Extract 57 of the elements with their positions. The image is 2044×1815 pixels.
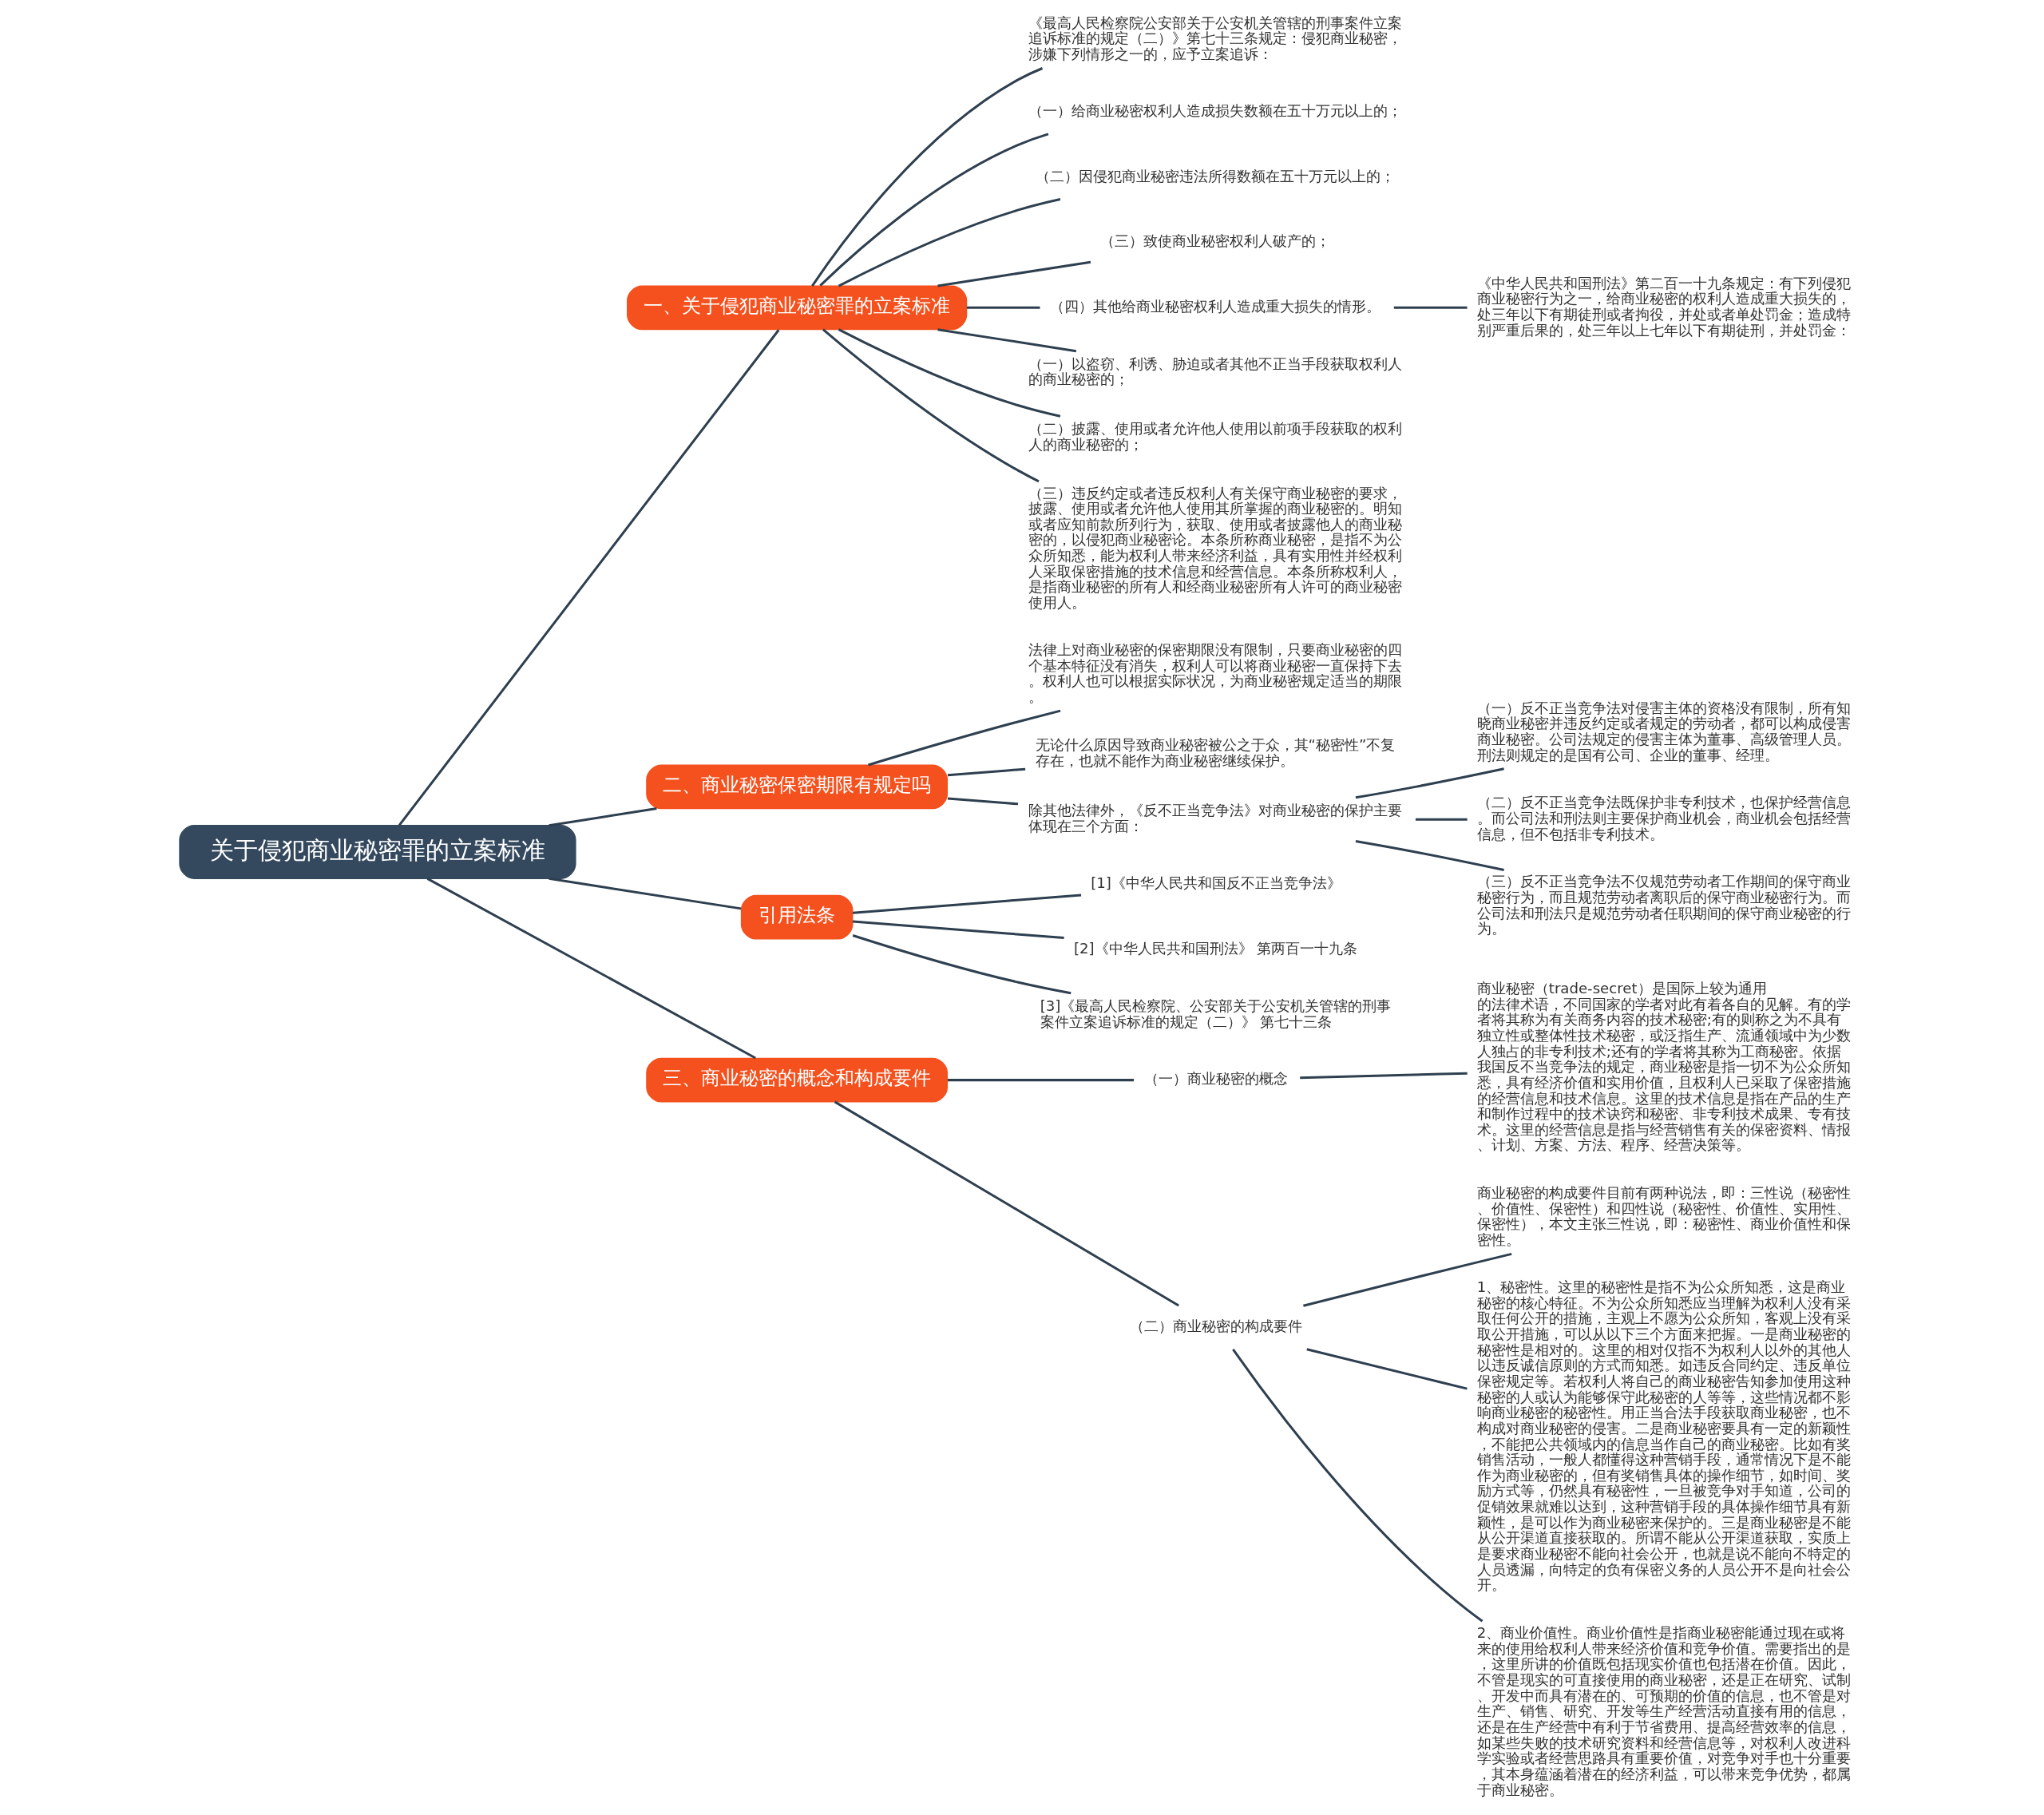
node-text: （三）致使商业秘密权利人破产的； — [1100, 232, 1331, 250]
connector — [834, 1100, 1179, 1307]
node-text: （二）商业秘密的构成要件 — [1129, 1318, 1302, 1335]
connector — [868, 709, 1061, 767]
node-text: （二）因侵犯商业秘密违法所得数额在五十万元以上的； — [1035, 167, 1395, 184]
node-box: 引用法条 — [740, 894, 854, 940]
connector — [549, 877, 742, 910]
connector — [852, 934, 1072, 995]
connector — [811, 67, 1044, 287]
connector — [549, 807, 657, 827]
connector — [819, 133, 1049, 287]
connector — [852, 920, 1064, 940]
connector — [966, 306, 1040, 309]
connector — [1303, 1252, 1512, 1307]
node-text: 1、秘密性。这里的秘密性是指不为公众所知悉，这是商业秘密的核心特征。不为公众所知悉应当理解为权利人没有采取任何公开的措施，主观上不愿为公众所知，客观上没有采取公开措施，可以从以下三个方面来把握。一是商业秘密的秘密性是相对的。这里的相对仅指不为权利人以外的其他人以违反诚信原则的方式而知悉。如违反合同约定、违反单位保密规定等。若权利人将自己的商业秘密告知参加使用这种秘密的人或认为能够保守此秘密的人等等，这些情况都不影响商业秘密的秘密性。用正当合法手段获取商业秘密，也不构成对商业秘密的侵害。二是商业秘密要具有一定的新颖性，不能把公共领域内的信息当作自己的商业秘密。比如有奖销售活动，一般人都懂得这种营销手段，通常情况下是不能作为商业秘密的，但有奖销售具体的操作细节，如时间、奖励方式等，仍然具有秘密性，一旦被竞争对手知道，公司的促销效果就难以达到，这种营销手段的具体操作细节具有新颖性，是可以作为商业秘密来保护的。三是商业秘密是不能从公开渠道直接获取的。所谓不能从公开渠道获取，实质上是要求商业秘密不能向社会公开，也就是说不能向不特定的人员透漏，向特定的负有保密义务的人员公开不是向社会公开。 — [1476, 1278, 1851, 1594]
node-text: 《最高人民检察院公安部关于公安机关管辖的刑事案件立案追诉标准的规定（二）》第七十三条规定：侵犯商业秘密，涉嫌下列情形之一的，应予立案追诉： — [1028, 14, 1402, 63]
node-text: 除其他法律外，《反不正当竞争法》对商业秘密的保护主要体现在三个方面： — [1028, 802, 1402, 834]
node-text: （二）反不正当竞争法既保护非专利技术，也保护经营信息。而公司法和刑法则主要保护商业机会，商业机会包括经营信息，但不包括非专利技术。 — [1476, 794, 1851, 842]
connector — [398, 329, 780, 826]
node-text: [2]《中华人民共和国刑法》 第两百一十九条 — [1073, 940, 1358, 957]
node-text: （三）反不正当竞争法不仅规范劳动者工作期间的保守商业秘密行为，而且规范劳动者离职后的保守商业秘密行为。而公司法和刑法只是规范劳动者任职期间的保守商业秘密的行为。 — [1476, 873, 1851, 937]
node-text: （一）给商业秘密权利人造成损失数额在五十万元以上的； — [1028, 102, 1402, 120]
node-box: 关于侵犯商业秘密罪的立案标准 — [179, 824, 576, 879]
connector — [947, 797, 1019, 806]
connector — [838, 197, 1061, 287]
connector — [1300, 1072, 1468, 1080]
node-text: （一）商业秘密的概念 — [1143, 1070, 1288, 1088]
connector — [947, 767, 1026, 777]
node-text: 法律上对商业秘密的保密期限没有限制，只要商业秘密的四个基本特征没有消失，权利人可以将商业秘密一直保持下去。权利人也可以根据实际状况，为商业秘密规定适当的期限。 — [1028, 641, 1402, 705]
connector — [426, 877, 756, 1060]
connector — [937, 260, 1091, 287]
node-text: （二）披露、使用或者允许他人使用以前项手段获取的权利人的商业秘密的； — [1028, 420, 1402, 454]
node-text: （一）以盗窃、利诱、胁迫或者其他不正当手段获取权利人的商业秘密的； — [1028, 355, 1402, 388]
node-text: （四）其他给商业秘密权利人造成重大损失的情形。 — [1049, 298, 1380, 315]
connector — [852, 894, 1082, 914]
node-text: 《中华人民共和国刑法》第二百一十九条规定：有下列侵犯商业秘密行为之一，给商业秘密的权利人造成重大损失的，处三年以下有期徒刑或者拘役，并处或者单处罚金；造成特别严重后果的，处三年以上七年以下有期徒刑，并处罚金： — [1476, 274, 1851, 339]
node-text: 2、商业价值性。商业价值性是指商业秘密能通过现在或将来的使用给权利人带来经济价值和竞争价值。需要指出的是，这里所讲的价值既包括现实价值也包括潜在价值。因此，不管是现实的可直接使用的商业秘密，还是正在研究、试制、开发中而具有潜在的、可预期的价值的信息，也不管是对生产、销售、研究、开发等生产经营活动直接有用的信息，还是在生产经营中有利于节省费用、提高经营效率的信息，如某些失败的技术研究资料和经营信息等，对权利人改进科学实验或者经营思路具有重要价值，对竞争对手也十分重要，其本身蕴涵着潜在的经济利益，可以带来竞争优势，都属于商业秘密。 — [1476, 1624, 1851, 1798]
connector — [838, 328, 1061, 418]
node-box: 二、商业秘密保密期限有规定吗 — [646, 764, 949, 810]
node-box: 一、关于侵犯商业秘密罪的立案标准 — [627, 285, 968, 331]
node-text: 商业秘密（trade-secret）是国际上较为通用的法律术语，不同国家的学者对此有着各自的见解。有的学者将其称为有关商务内容的技术秘密;有的则称之为不具有独立性或整体性技术秘密，或泛指生产、流通领域中为少数人独占的非专利技术;还有的学者将其称为工商秘密。依据我国反不当竞争法的规定，商业秘密是指一切不为公众所知悉，具有经济价值和实用价值，且权利人已采取了保密措施的经营信息和技术信息。这里的技术信息是指在产品的生产和制作过程中的技术诀窍和秘密、非专利技术成果、专有技术。这里的经营信息是指与经营销售有关的保密资料、情报、计划、方案、方法、程序、经营决策等。 — [1476, 979, 1851, 1154]
node-box: 三、商业秘密的概念和构成要件 — [646, 1057, 949, 1103]
node-text: 无论什么原因导致商业秘密被公之于众，其“秘密性”不复存在，也就不能作为商业秘密继续保护。 — [1035, 736, 1396, 770]
node-text: [3]《最高人民检察院、公安部关于公安机关管辖的刑事案件立案追诉标准的规定（二）》 第七十三条 — [1040, 997, 1392, 1030]
node-text: （一）反不正当竞争法对侵害主体的资格没有限制，所有知晓商业秘密并违反约定或者规定的劳动者，都可以构成侵害商业秘密。公司法规定的侵害主体为董事、高级管理人员。刑法则规定的是国有公司、企业的董事、经理。 — [1476, 699, 1851, 763]
connector — [1355, 767, 1504, 799]
connector — [1306, 1348, 1468, 1390]
node-text: [1]《中华人民共和国反不正当竞争法》 — [1091, 874, 1341, 892]
connector — [1393, 306, 1468, 309]
connector — [1415, 818, 1468, 821]
connector — [1232, 1349, 1483, 1623]
connector — [947, 1079, 1135, 1082]
node-text: 商业秘密的构成要件目前有两种说法，即：三性说（秘密性、价值性、保密性）和四性说（秘密性、价值性、实用性、保密性），本文主张三性说，即：秘密性、商业价值性和保密性。 — [1476, 1184, 1851, 1249]
connector — [822, 328, 1040, 483]
node-text: （三）违反约定或者违反权利人有关保守商业秘密的要求，披露、使用或者允许他人使用其所掌握的商业秘密的。明知或者应知前款所列行为，获取、使用或者披露他人的商业秘密的，以侵犯商业秘密论。本条所称商业秘密，是指不为公众所知悉，能为权利人带来经济利益，具有实用性并经权利人采取保密措施的技术信息和经营信息。本条所称权利人，是指商业秘密的所有人和经商业秘密所有人许可的商业秘密使用人。 — [1028, 484, 1402, 612]
connector — [1355, 840, 1504, 872]
connector — [937, 328, 1077, 353]
